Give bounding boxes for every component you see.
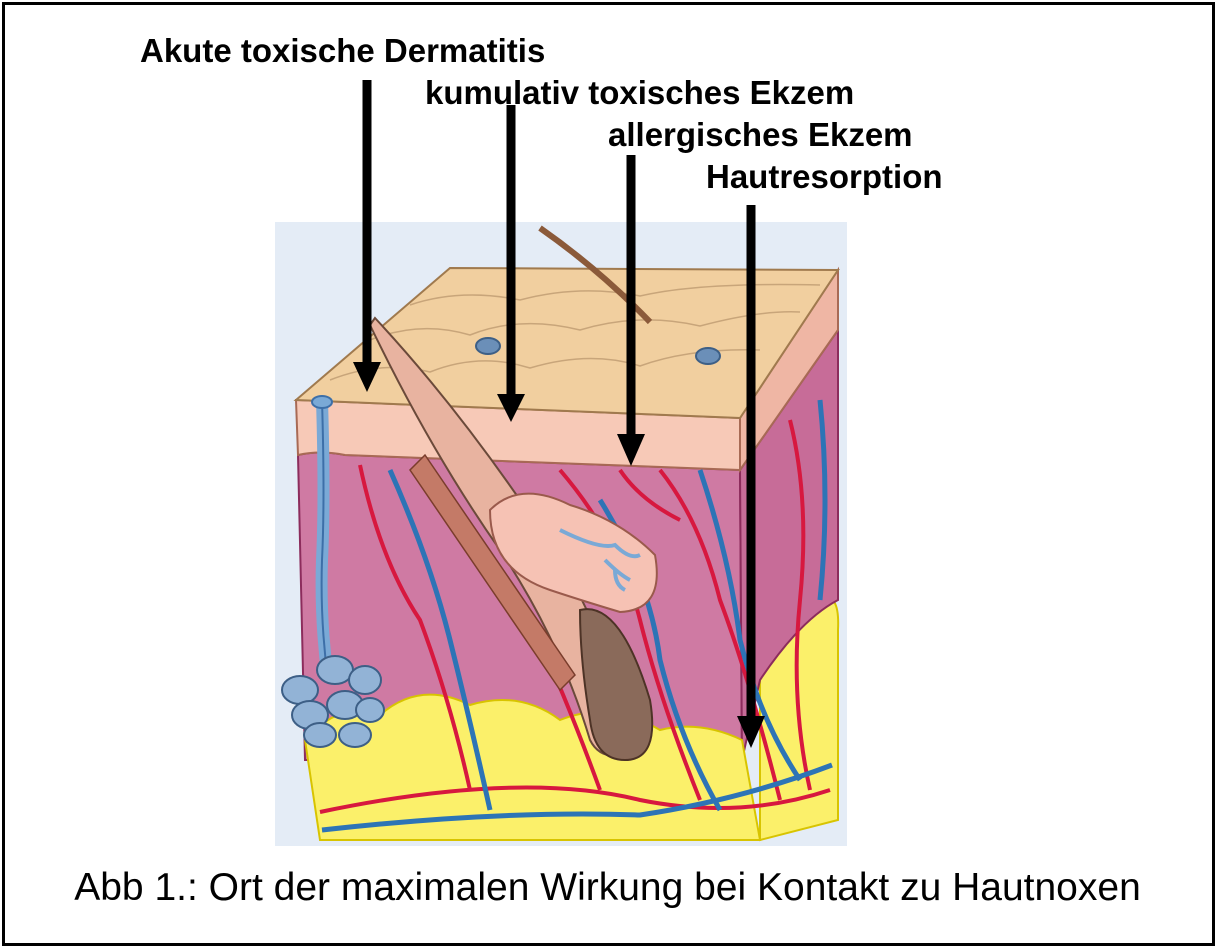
label-skin-resorption: Hautresorption [706,158,943,196]
label-allergic-eczema: allergisches Ekzem [608,116,913,154]
label-cumulative-toxic-eczema: kumulativ toxisches Ekzem [425,74,854,112]
pore [696,348,720,364]
label-acute-toxic-dermatitis: Akute toxische Dermatitis [140,32,545,70]
pore [476,338,500,354]
figure-caption: Abb 1.: Ort der maximalen Wirkung bei Ko… [0,866,1215,910]
